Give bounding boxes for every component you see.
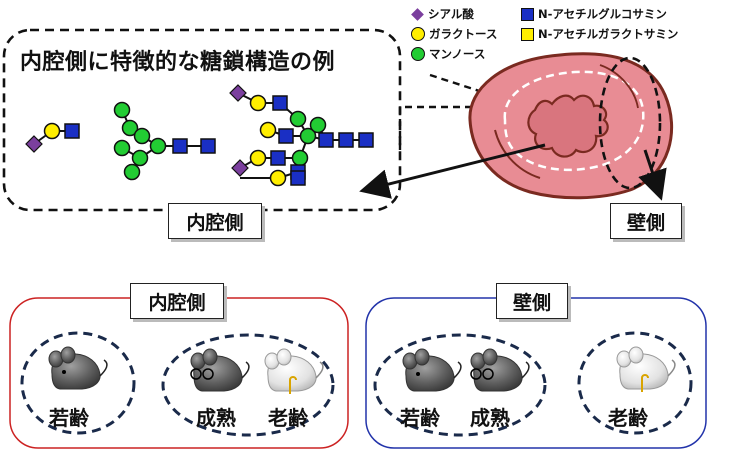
legend-mannose-label: マンノース [429,47,486,61]
wall-side-label: 壁側 [610,203,682,239]
legend-glcnac: N-アセチルグルコサミン [521,6,667,22]
wall-old-label: 老齢 [608,406,648,430]
legend-glcnac-label: N-アセチルグルコサミン [538,7,667,21]
arrow-to-wall-label [638,149,667,201]
wall-mature-label: 成熟 [470,406,510,430]
diamond-icon [411,7,424,21]
legend-galactose: ガラクトース [411,26,497,42]
legend-galnac-label: N-アセチルガラクトサミン [538,27,679,41]
yellow-circle-icon [411,27,425,41]
lumen-young-circle [20,331,136,435]
panel-connector-diag [429,73,508,102]
lumen-group-title: 内腔側 [130,283,224,319]
lumen-side-label: 内腔側 [168,203,262,239]
mouse-mature-icon-lumen [190,348,250,392]
legend-mannose: マンノース [411,46,485,62]
wall-young-label: 若齢 [400,406,440,430]
glycan-structure-3 [229,84,374,187]
mouse-young-icon-wall [402,348,462,392]
glycan-structure-1 [25,122,80,153]
legend-sialic-label: シアル酸 [428,7,474,21]
wall-young-mature-circle [373,333,547,437]
yellow-square-icon [521,27,534,41]
glycan-panel-title: 内腔側に特徴的な糖鎖構造の例 [20,50,336,75]
wall-old-circle [577,331,693,435]
legend-galactose-label: ガラクトース [429,27,498,41]
wall-region-outline [598,56,662,190]
blue-square-icon [521,7,534,21]
mouse-old-icon-lumen [264,348,324,394]
wall-group-title: 壁側 [496,283,568,319]
lumen-mature-label: 成熟 [196,406,236,430]
mouse-mature-icon-wall [470,348,530,392]
legend-galnac: N-アセチルガラクトサミン [521,26,678,42]
glycan-structure-2 [113,101,216,181]
lumen-mature-old-circle [161,333,335,437]
green-circle-icon [411,47,425,61]
lumen-old-label: 老齢 [268,406,308,430]
legend-sialic-acid: シアル酸 [411,6,474,22]
arrow-to-lumen-label [359,143,546,199]
tissue-cross-section [468,52,673,200]
lumen-young-label: 若齢 [49,406,89,430]
panel-connector-line [398,105,485,150]
mouse-old-icon-wall [616,346,676,392]
mouse-young-icon-lumen [48,346,108,390]
